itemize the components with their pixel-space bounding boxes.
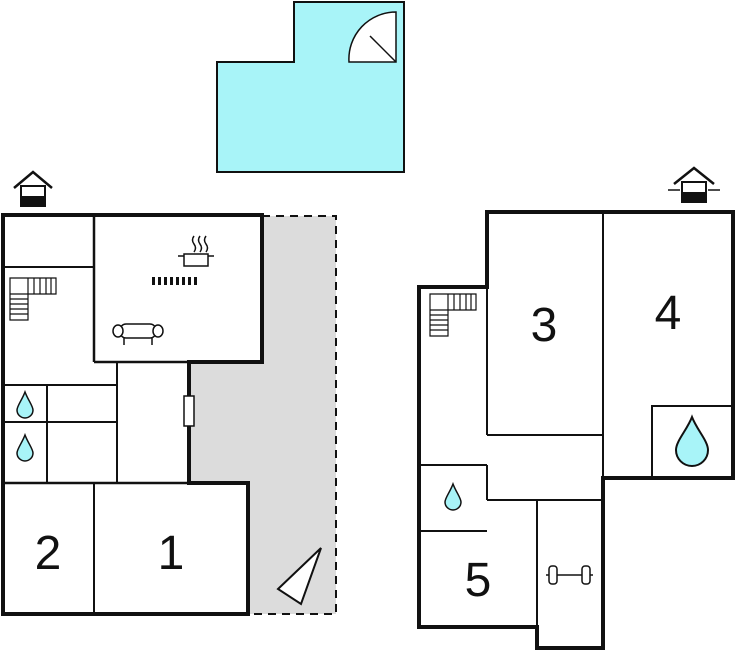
kitchen-pot-icon — [178, 235, 214, 267]
entrance-icon — [668, 166, 720, 203]
pool — [216, 1, 405, 173]
door-icon — [183, 395, 195, 427]
room-number-3: 3 — [531, 299, 558, 352]
stove-icon — [152, 277, 197, 285]
shower-drop-icon — [16, 389, 34, 419]
pool-ladder-icon — [348, 11, 397, 63]
ground-floor: 2 1 — [1, 170, 264, 616]
dumbbell-icon — [546, 565, 593, 585]
room-number-1: 1 — [158, 527, 185, 580]
upper-floor: 3 4 5 — [417, 166, 735, 650]
sofa-icon — [112, 323, 164, 345]
room-number-4: 4 — [655, 287, 682, 340]
terrace-dashed-border — [248, 215, 337, 615]
bath-drop-icon — [674, 414, 710, 467]
entrance-icon — [13, 170, 53, 207]
shower-drop-icon — [16, 432, 34, 462]
stairs-icon — [429, 293, 477, 337]
stairs-icon — [9, 277, 57, 321]
room-number-5: 5 — [465, 554, 492, 607]
shower-drop-icon — [444, 481, 462, 511]
room-number-2: 2 — [35, 527, 62, 580]
sun-lounger-icon — [276, 547, 322, 606]
terrace — [189, 216, 336, 614]
